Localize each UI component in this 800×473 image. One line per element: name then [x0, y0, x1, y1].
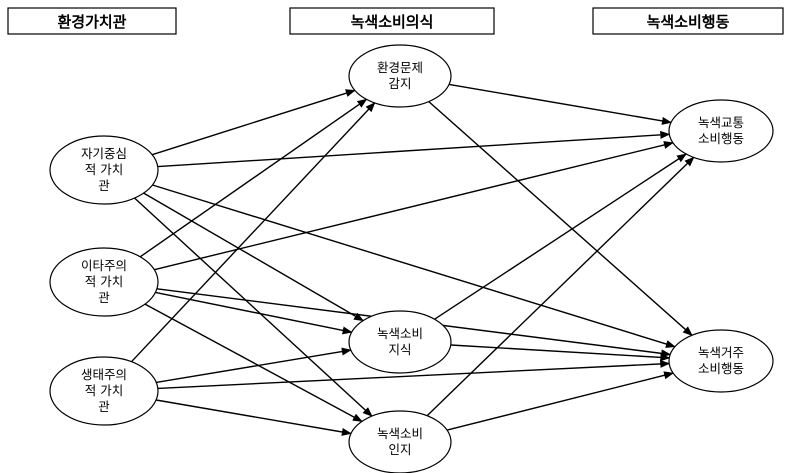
node-altru-label-line: 이타주의 [81, 258, 127, 273]
node-traffic-label-line: 녹색교통 [698, 115, 744, 130]
header-consciousness-box [289, 7, 495, 35]
header-values-box [7, 7, 177, 35]
edge-recog-to-housing [446, 371, 675, 431]
node-eco-ellipse [49, 356, 159, 426]
header-values-label: 환경가치관 [57, 13, 126, 31]
edge-recog-to-traffic [426, 156, 695, 417]
node-know-label-line: 녹색소비 [377, 326, 423, 341]
node-traffic-label-line: 소비행동 [698, 131, 744, 146]
header-consciousness: 녹색소비의식 [289, 7, 495, 35]
node-housing-ellipse [668, 329, 774, 393]
node-traffic-ellipse [668, 99, 774, 163]
edge-self-to-housing [152, 184, 676, 348]
node-know-ellipse [348, 310, 452, 374]
node-self-ellipse [49, 135, 159, 205]
node-housing-label-line: 소비행동 [698, 361, 744, 376]
edge-altru-to-know [155, 291, 353, 335]
node-altru-label-line: 적 가치 [85, 274, 123, 289]
edges-layer [130, 83, 695, 436]
node-aware-label-line: 감지 [388, 76, 411, 91]
node-aware-label-line: 환경문제 [377, 60, 423, 75]
edge-eco-to-recog [155, 399, 352, 436]
node-eco-label-line: 적 가치 [85, 383, 123, 398]
node-eco-label-line: 관 [98, 399, 110, 414]
node-altru-ellipse [49, 247, 159, 317]
edge-know-to-traffic [434, 153, 687, 320]
edge-eco-to-housing [157, 359, 671, 390]
edge-eco-to-know [156, 347, 352, 384]
node-altru-label-line: 관 [98, 290, 110, 305]
header-consciousness-label: 녹색소비의식 [351, 13, 434, 31]
edge-self-to-traffic [157, 130, 671, 168]
node-eco-label-line: 생태주의 [81, 367, 127, 382]
header-values: 환경가치관 [7, 7, 177, 35]
edge-altru-to-traffic [154, 141, 674, 271]
edge-altru-to-aware [139, 98, 368, 258]
node-housing-label-line: 녹색거주 [698, 345, 744, 360]
node-recog-label-line: 인지 [388, 442, 411, 457]
header-behavior-box [592, 7, 784, 35]
headers-layer: 환경가치관 녹색소비의식 녹색소비행동 [7, 7, 784, 35]
header-behavior-label: 녹색소비행동 [647, 13, 730, 31]
node-self-label-line: 관 [98, 178, 110, 193]
edge-self-to-aware [151, 89, 356, 156]
node-self-label-line: 자기중심 [81, 146, 127, 161]
edge-altru-to-recog [144, 303, 363, 423]
node-aware-ellipse [348, 44, 452, 108]
edge-know-to-housing [450, 344, 671, 362]
header-behavior: 녹색소비행동 [592, 7, 784, 35]
edge-eco-to-aware [130, 102, 376, 363]
node-know-label-line: 지식 [388, 342, 411, 357]
node-self-label-line: 적 가치 [85, 162, 123, 177]
edge-aware-to-housing [428, 101, 693, 336]
edge-aware-to-traffic [448, 83, 672, 125]
edge-self-to-know [143, 192, 364, 322]
node-recog-label-line: 녹색소비 [377, 426, 423, 441]
node-recog-ellipse [348, 410, 452, 473]
